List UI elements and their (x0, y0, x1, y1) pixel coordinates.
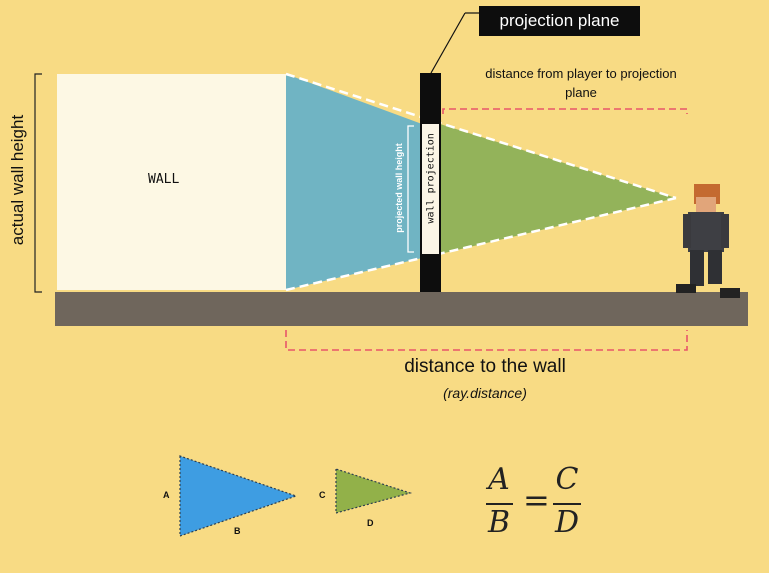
player-figure (676, 184, 740, 298)
distance-player-to-plane-label: distance from player to projection plane (485, 66, 677, 100)
triangle-letter-c: C (319, 490, 326, 500)
upper-sight-line (285, 72, 677, 200)
triangle-letter-d: D (367, 518, 374, 528)
floor (55, 292, 748, 326)
plane-pointer-line (430, 12, 466, 74)
triangle-cd (335, 468, 413, 514)
projected-wall-height-label: projected wall height (394, 143, 404, 233)
wall-label: WALL (148, 172, 180, 187)
player-distance-bracket (442, 108, 688, 114)
projected-height-bracket (407, 125, 414, 253)
distance-to-wall-label: distance to the wall (404, 356, 566, 377)
formula-d: D (554, 505, 580, 540)
formula-a: A (488, 462, 510, 497)
wall-projection-label: wall projection (425, 133, 437, 224)
formula-right-bar (553, 503, 581, 505)
formula-c: C (555, 462, 579, 497)
triangle-letter-a: A (163, 490, 170, 500)
wall-block (57, 74, 286, 290)
formula-equals: = (523, 481, 550, 519)
formula-b: B (487, 505, 511, 540)
triangle-ab (179, 455, 298, 537)
ray-distance-label: (ray.distance) (443, 385, 527, 401)
triangle-letter-b: B (234, 526, 241, 536)
wall-to-plane-triangle (286, 74, 422, 290)
wall-distance-bracket (285, 330, 688, 351)
actual-height-bracket (34, 73, 42, 293)
lower-sight-line (285, 196, 677, 292)
formula-left-bar (486, 503, 513, 505)
plane-to-player-triangle (440, 124, 676, 254)
actual-wall-height-label: actual wall height (8, 114, 27, 246)
projection-plane-label: projection plane (479, 6, 640, 36)
wall-projection-segment (422, 124, 439, 254)
